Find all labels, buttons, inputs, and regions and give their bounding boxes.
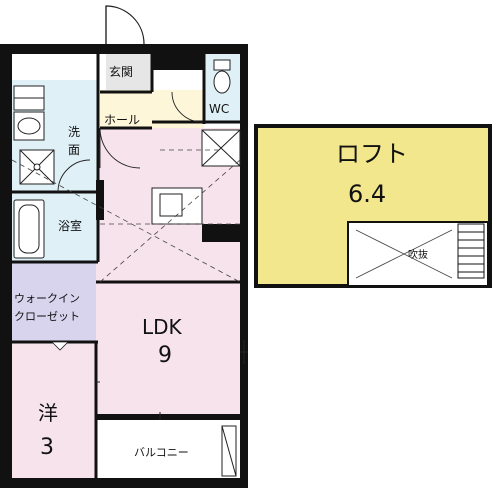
genkan-floor — [106, 54, 152, 92]
window-marks — [96, 340, 248, 420]
kitchen-counter — [151, 129, 241, 225]
door-swings — [57, 91, 203, 193]
ceiling-dashed-lines — [11, 149, 241, 283]
closet-label-2: クローゼット — [14, 310, 80, 323]
closet-door-mark — [51, 341, 69, 351]
closet-floor — [8, 262, 96, 342]
washer-pan — [19, 149, 55, 185]
washbasin-fixture — [13, 85, 45, 141]
ldk-name-label: LDK — [142, 315, 183, 339]
yokushitsu-label: 浴室 — [58, 218, 82, 233]
yo-floor — [8, 342, 96, 482]
closet-label-1: ウォークイン — [14, 292, 80, 305]
yo-name-label: 洋 — [38, 401, 58, 425]
ldk-floor — [96, 128, 244, 416]
ldk-size-label: 9 — [158, 343, 172, 368]
wc-label: WC — [209, 102, 229, 116]
loft-size-label: 6.4 — [348, 180, 386, 208]
hall-label: ホール — [104, 113, 140, 127]
senmen-label-2: 面 — [68, 143, 80, 157]
yo-size-label: 3 — [40, 435, 54, 460]
entrance-door — [105, 5, 145, 45]
balcony-label: バルコニー — [134, 446, 189, 459]
wall-blocks — [96, 54, 244, 242]
balcony-storage — [221, 425, 237, 477]
bathtub — [13, 199, 45, 259]
balcony-floor — [100, 418, 244, 488]
loft-name-label: ロフト — [336, 140, 408, 168]
genkan-label: 玄関 — [109, 64, 133, 79]
fukinuke-cross — [355, 229, 453, 279]
toilet-fixture — [213, 59, 231, 94]
loft-ladder — [457, 223, 485, 279]
fukinuke-label: 吹抜 — [408, 248, 428, 261]
senmen-label-1: 洗 — [68, 125, 80, 139]
